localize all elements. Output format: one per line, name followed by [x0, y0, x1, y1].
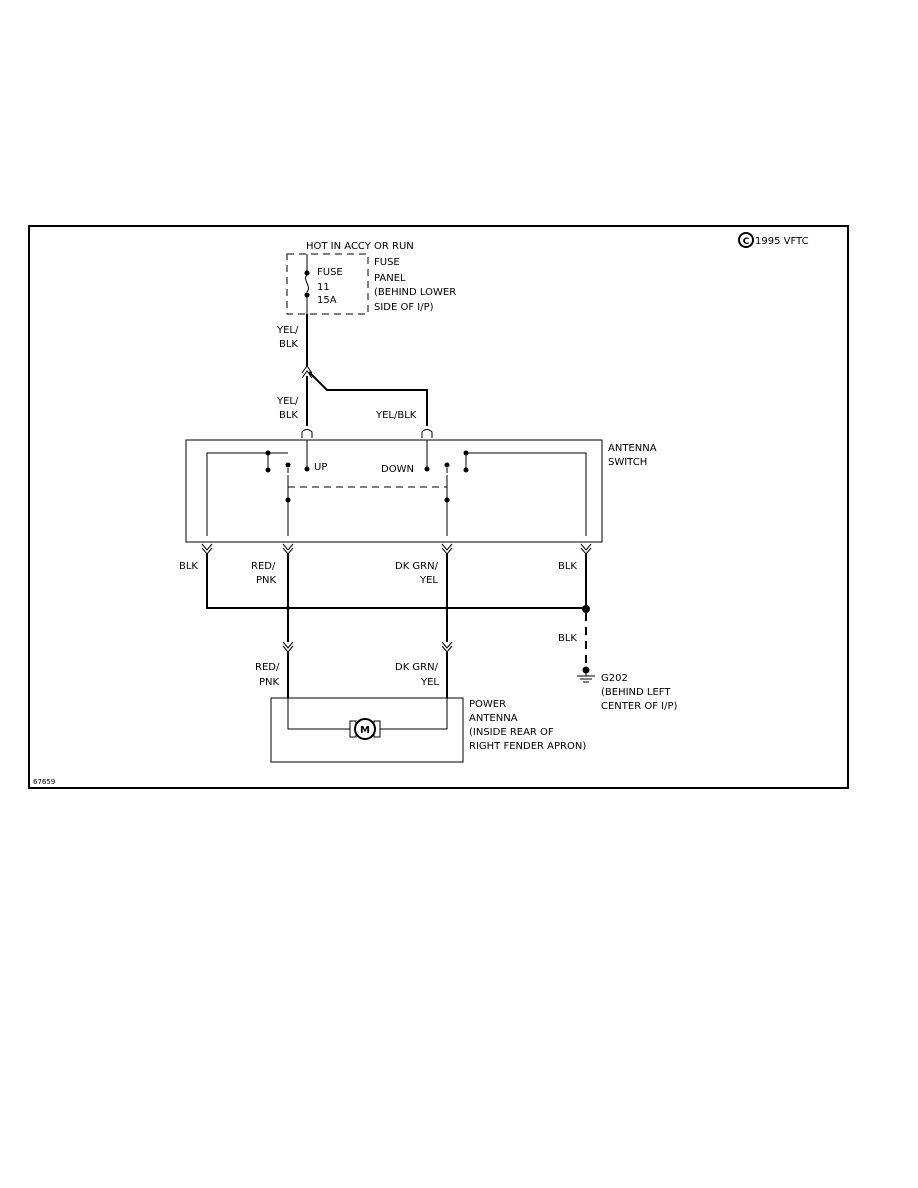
- splice-point: [582, 605, 590, 613]
- switch-down-label: DOWN: [381, 464, 414, 475]
- wire-label-blk-left: BLK: [179, 561, 198, 572]
- fuse-panel: HOT IN ACCY OR RUN FUSE 11 15A FUSE PANE…: [286, 241, 456, 315]
- connector-up-feed-icon: [301, 429, 313, 438]
- wire-label-fuse-out-1: YEL/: [276, 325, 299, 336]
- wire-label-down-feed: YEL/BLK: [375, 410, 417, 421]
- power-antenna-box: [270, 697, 464, 763]
- ground-g202: G202 (BEHIND LEFT CENTER OF I/P): [577, 666, 677, 712]
- connector-red-pnk-bottom-icon: [282, 641, 294, 649]
- wire-label-red-pnk-top-1: RED/: [251, 561, 276, 572]
- wire-label-dkgrn-bottom-2: YEL: [420, 677, 439, 688]
- power-antenna: M POWER ANTENNA (INSIDE REAR OF RIGHT FE…: [270, 697, 586, 763]
- fuse-panel-location-3: (BEHIND LOWER: [374, 287, 456, 298]
- fuse-label: FUSE: [317, 267, 343, 278]
- connector-dkgrn-bottom-icon: [441, 641, 453, 649]
- wire-label-up-feed-1: YEL/: [276, 396, 299, 407]
- connector-blk-right-icon: [580, 547, 592, 555]
- wire-label-dkgrn-top-1: DK GRN/: [395, 561, 439, 572]
- wire-label-dkgrn-bottom-1: DK GRN/: [395, 662, 439, 673]
- connector-c1-icon: [301, 365, 313, 374]
- antenna-switch-name-2: SWITCH: [608, 457, 647, 468]
- connector-down-feed-icon: [421, 429, 433, 438]
- fuse-number: 11: [317, 282, 330, 293]
- fuse-panel-location-1: FUSE: [374, 257, 400, 268]
- antenna-switch-name-1: ANTENNA: [608, 443, 657, 454]
- copyright-text: 1995 VFTC: [755, 236, 809, 247]
- wire-label-red-pnk-bottom-2: PNK: [259, 677, 280, 688]
- motor-symbol: M: [360, 725, 370, 736]
- power-antenna-name-3: (INSIDE REAR OF: [469, 727, 554, 738]
- wire-label-fuse-out-2: BLK: [279, 339, 298, 350]
- ground-location-1: (BEHIND LEFT: [601, 687, 671, 698]
- power-antenna-name-1: POWER: [469, 699, 506, 710]
- wire-label-up-feed-2: BLK: [279, 410, 298, 421]
- ground-id: G202: [601, 673, 628, 684]
- fuse-panel-box: [286, 253, 369, 315]
- wire-label-blk-right: BLK: [558, 561, 577, 572]
- fuse-icon: [304, 254, 310, 314]
- wire-label-red-pnk-bottom-1: RED/: [255, 662, 280, 673]
- motor-icon: M: [349, 718, 381, 740]
- antenna-switch: ANTENNA SWITCH UP DOWN: [185, 439, 657, 543]
- figure-id: 67659: [33, 778, 55, 786]
- power-antenna-name-2: ANTENNA: [469, 713, 518, 724]
- antenna-switch-box: [185, 439, 603, 543]
- fuse-panel-location-2: PANEL: [374, 273, 406, 284]
- ground-icon: [577, 672, 595, 683]
- connector-dkgrn-top-icon: [441, 547, 453, 555]
- copyright-mark: C 1995 VFTC: [738, 232, 809, 248]
- switch-up-label: UP: [314, 462, 327, 473]
- wire-label-red-pnk-top-2: PNK: [256, 575, 277, 586]
- fuse-panel-location-4: SIDE OF I/P): [374, 302, 434, 313]
- fuse-rating: 15A: [317, 295, 337, 306]
- connector-red-pnk-top-icon: [282, 547, 294, 555]
- copyright-circle-icon: [738, 232, 754, 248]
- wire-label-ground-drop: BLK: [558, 633, 577, 644]
- ground-location-2: CENTER OF I/P): [601, 701, 677, 712]
- wire-label-dkgrn-top-2: YEL: [419, 575, 438, 586]
- power-antenna-name-4: RIGHT FENDER APRON): [469, 741, 586, 752]
- copyright-symbol: C: [743, 237, 750, 247]
- diagram-frame: [28, 225, 849, 789]
- connector-blk-left-icon: [201, 547, 213, 555]
- fuse-panel-header: HOT IN ACCY OR RUN: [306, 241, 414, 252]
